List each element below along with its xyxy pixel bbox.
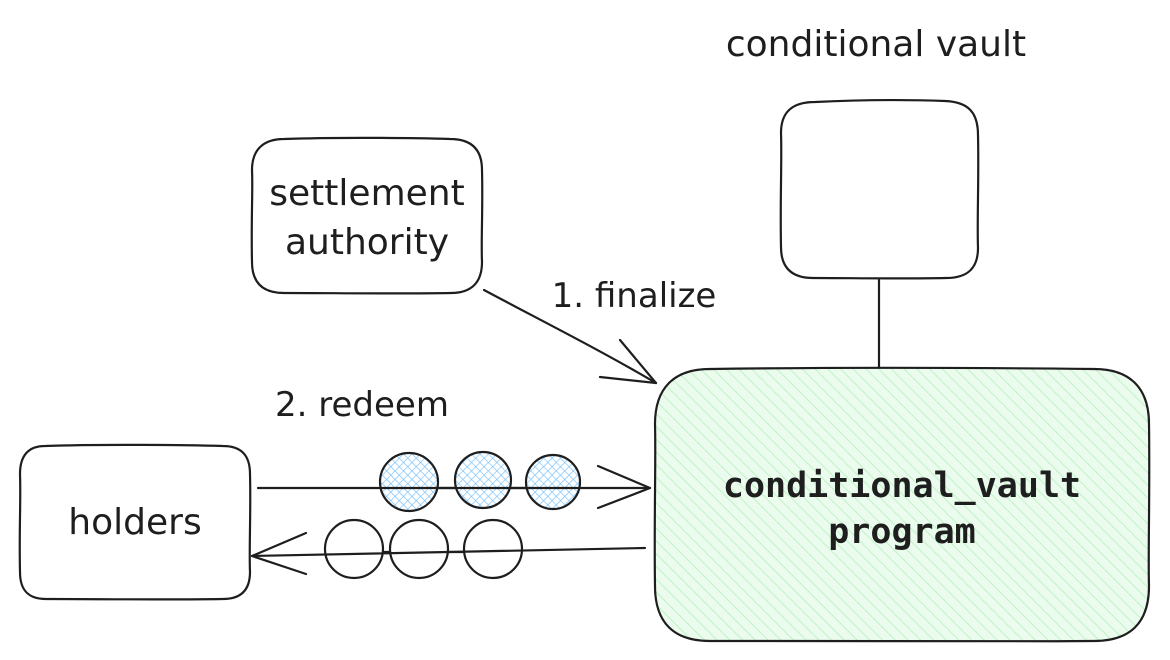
program-label-line2: program: [828, 512, 976, 552]
finalize-label: 1. finalize: [552, 276, 717, 316]
redeem-label: 2. redeem: [275, 385, 449, 425]
underlying-token: [462, 518, 524, 580]
conditional-token: [453, 450, 513, 510]
settlement-label: settlement: [269, 173, 464, 214]
finalize-arrow: [482, 288, 658, 385]
holders-label: holders: [68, 502, 201, 543]
conditional-vault-box: [779, 98, 980, 280]
conditional-vault-title: conditional vault: [726, 24, 1026, 65]
holders-box: holders: [18, 443, 252, 601]
conditional-token: [378, 451, 440, 513]
program-label-line1: conditional_vault: [723, 466, 1081, 506]
underlying-token: [388, 518, 450, 580]
conditional-vault-program-box: conditional_vault program: [653, 366, 1151, 643]
conditional-token: [524, 453, 582, 511]
settlement-authority-box: settlement authority: [250, 136, 484, 295]
authority-label: authority: [285, 222, 449, 263]
underlying-token: [323, 518, 385, 580]
